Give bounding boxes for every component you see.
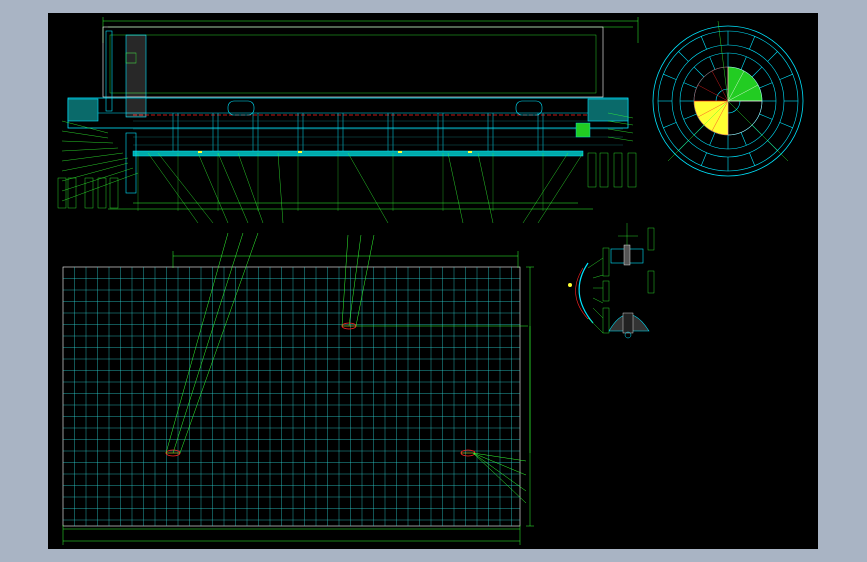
ring-segment-divider: [740, 132, 747, 146]
ring-segment-divider: [779, 73, 793, 80]
drawing-canvas[interactable]: [48, 13, 818, 549]
hatch-pattern-icon: [125, 34, 147, 118]
beam-ribs: [172, 113, 544, 155]
ring-segment-divider: [683, 113, 697, 120]
right-part-balloons: [587, 112, 637, 188]
ring-segment-divider: [678, 51, 689, 62]
ring-segment-divider: [700, 152, 707, 166]
ring-segment-divider: [759, 82, 773, 89]
ring-segment-divider: [767, 51, 778, 62]
ring-segment-divider: [700, 36, 707, 50]
ring-segment-divider: [749, 152, 756, 166]
ring-segment-divider: [779, 122, 793, 129]
ring-segment-divider: [759, 113, 773, 120]
ring-segment-divider: [693, 66, 705, 78]
ring-segment-divider: [663, 73, 677, 80]
leader-lines: [147, 152, 584, 224]
plan-grid-view: [62, 232, 534, 545]
cad-drawing: [57, 17, 804, 545]
circular-section-view: [652, 20, 804, 177]
detail-views: [568, 223, 655, 339]
ring-segment-divider: [740, 56, 747, 70]
frame-outline: [102, 26, 604, 98]
ring-segment-divider: [749, 36, 756, 50]
elevation-view: [57, 17, 639, 224]
ring-segment-divider: [709, 56, 716, 70]
ring-segment-divider: [751, 66, 763, 78]
green-sector: [727, 66, 763, 102]
ring-segment-divider: [683, 82, 697, 89]
hole-leaders: [165, 232, 528, 504]
ring-segment-divider: [663, 122, 677, 129]
grid-mesh: [63, 267, 520, 526]
ring-segment-divider: [709, 132, 716, 146]
left-part-balloons: [61, 120, 139, 202]
plan-dimensions: [62, 251, 534, 545]
